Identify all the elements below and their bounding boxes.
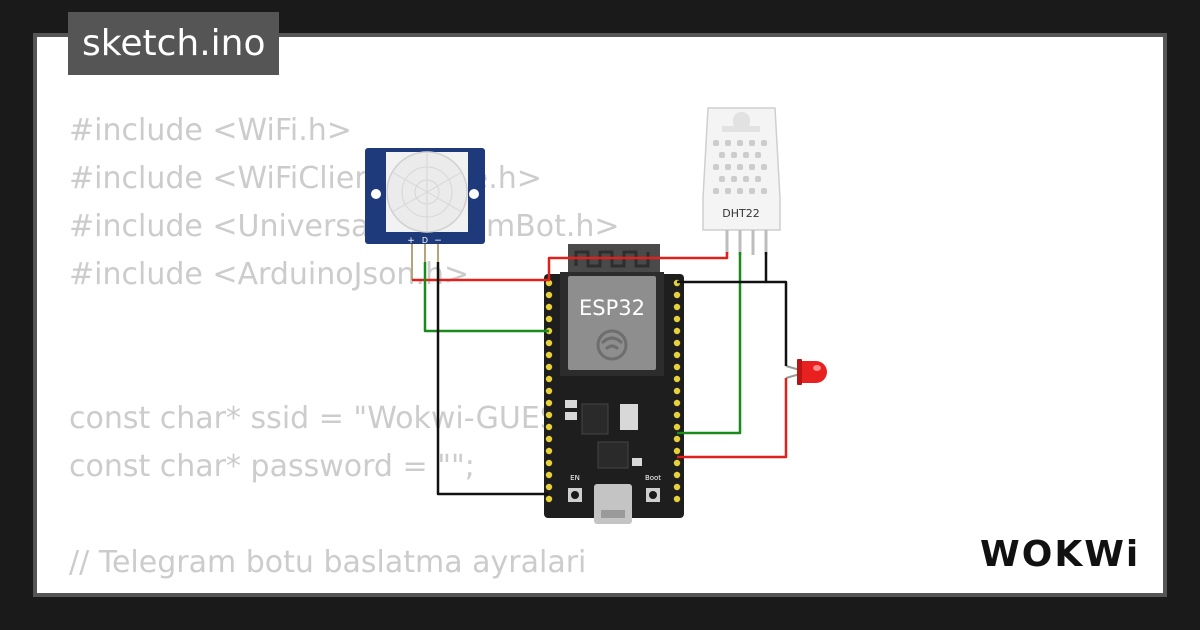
pir-dome-pattern [391, 152, 463, 232]
en-label: EN [570, 474, 580, 482]
dht22-pins [725, 230, 768, 255]
wire-green-dht-data [677, 252, 742, 435]
pir-pin-label: − [434, 236, 442, 246]
boot-label: Boot [645, 474, 661, 482]
left-header-pins [545, 279, 553, 503]
right-header-pins [673, 279, 681, 503]
wire-black-dht-ground [677, 252, 768, 284]
regulator-tab [620, 404, 638, 430]
wire-black-led-ground [766, 280, 788, 366]
esp32-shield [568, 276, 656, 370]
en-button [571, 491, 579, 499]
red-led [785, 359, 827, 385]
dht22-mount-hole [733, 112, 750, 130]
wokwi-logo-text: WOKWi [980, 534, 1140, 575]
usb-chip [597, 441, 629, 469]
smd-component [565, 412, 577, 420]
code-line: #include <ArduinoJson.h> [69, 257, 470, 292]
filename-tab: sketch.ino [68, 12, 280, 75]
pir-pin-label: D [422, 236, 428, 245]
wire-red-power [412, 252, 729, 282]
wires [412, 252, 788, 496]
pir-mount-hole [469, 189, 479, 199]
led-body [800, 361, 827, 383]
code-line: const char* password = ""; [69, 449, 475, 484]
pir-mount-hole [371, 189, 381, 199]
wokwi-logo: WOKWi [980, 534, 1140, 575]
code-listing: #include <WiFi.h>#include <WiFiClientSec… [69, 107, 1143, 593]
usb-opening [601, 510, 625, 518]
pir-pin-label: + [407, 236, 415, 246]
espressif-logo-icon [596, 329, 628, 361]
led-highlight [813, 365, 821, 371]
boot-button [649, 491, 657, 499]
smd-component [632, 458, 642, 466]
pir-sensor: + D − [365, 148, 485, 280]
smd-component [565, 400, 577, 408]
code-line: // Telegram botu baslatma ayralari [69, 545, 587, 580]
voltage-regulator [581, 403, 609, 435]
esp32-label: ESP32 [579, 296, 645, 320]
code-line: const char* ssid = "Wokwi-GUEST"; [69, 401, 602, 436]
dht22-notch [722, 126, 760, 132]
dht22-label: DHT22 [722, 207, 759, 220]
dht22-grille [713, 140, 767, 194]
led-rim [797, 359, 802, 385]
wire-green-pir-signal [423, 262, 549, 333]
wire-red-led-signal [677, 378, 788, 459]
wire-black-pir-ground [436, 262, 549, 496]
code-line: #include <WiFi.h> [69, 113, 352, 148]
esp32-board: ESP32 Boot EN [544, 244, 684, 524]
dht22-sensor: DHT22 [702, 107, 781, 255]
